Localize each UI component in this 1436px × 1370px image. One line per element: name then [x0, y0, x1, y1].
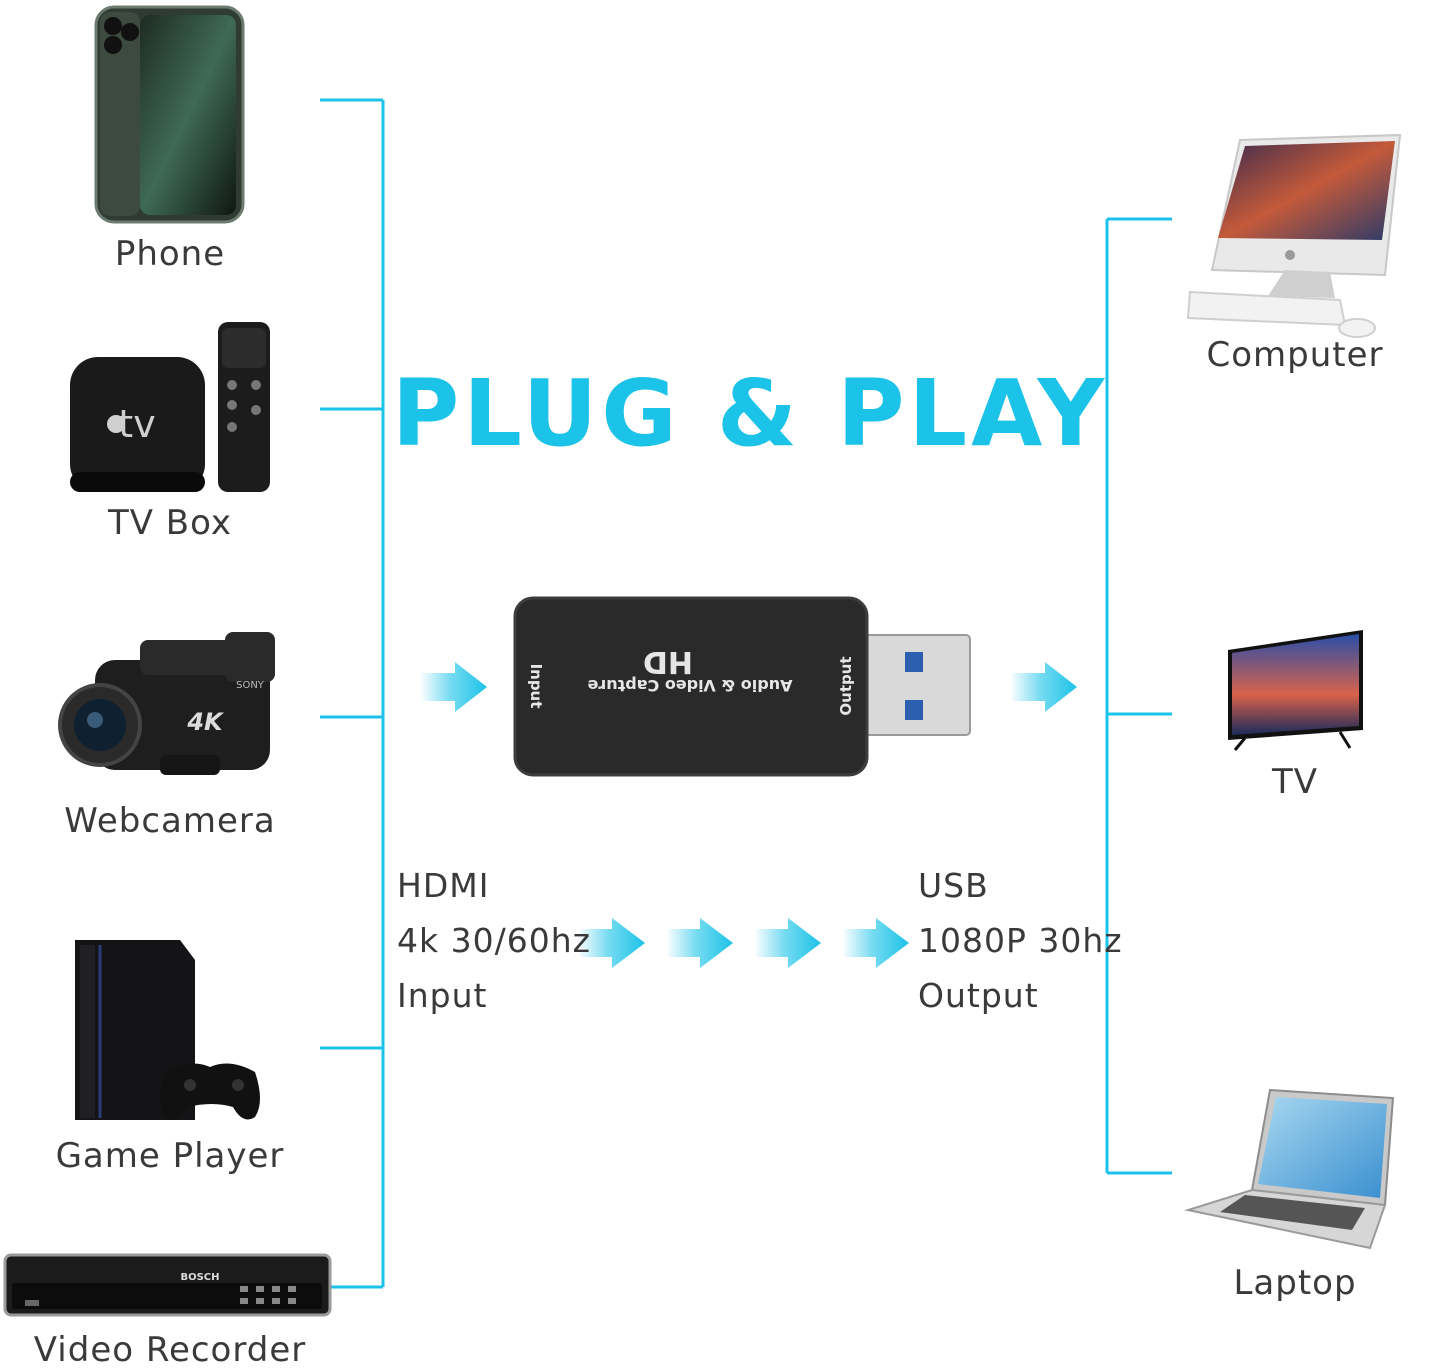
video-recorder-icon: BOSCH: [3, 1253, 332, 1317]
game-console-icon: [75, 940, 260, 1120]
device-input-port-label: Input: [527, 664, 545, 709]
flow-arrow-3: [754, 918, 821, 968]
input-label-webcamera: Webcamera: [64, 801, 276, 841]
flow-arrow-2: [666, 918, 733, 968]
television-icon: [1228, 630, 1363, 751]
output-spec-line3: Output: [918, 976, 1039, 1015]
flow-arrow-output: [1010, 662, 1077, 712]
camcorder-brand: SONY: [236, 680, 265, 691]
left-connector-lines: [320, 98, 385, 1289]
tv-box-icon: tv: [70, 322, 270, 492]
camcorder-4k-text: 4K: [186, 708, 225, 736]
input-label-phone: Phone: [114, 234, 226, 274]
input-spec-line3: Input: [397, 976, 488, 1015]
flow-arrow-1: [578, 918, 645, 968]
device-name: Audio & Video Capture: [587, 676, 792, 695]
flow-arrow-4: [842, 918, 909, 968]
laptop-icon: [1184, 1088, 1395, 1250]
input-label-game-player: Game Player: [55, 1136, 285, 1176]
output-spec-line1: USB: [918, 866, 989, 905]
camcorder-icon: 4K SONY: [58, 632, 275, 775]
page-title: PLUG & PLAY: [391, 360, 1109, 467]
right-connector-lines: [1105, 217, 1172, 1175]
device-output-port-label: Output: [837, 656, 855, 715]
flow-arrow-input: [420, 662, 487, 712]
output-label-tv: TV: [1271, 762, 1319, 802]
output-spec-line2: 1080P 30hz: [918, 921, 1123, 960]
input-label-tv-box: TV Box: [107, 503, 233, 543]
capture-device: Audio & Video Capture HD Input Output: [513, 596, 971, 777]
recorder-brand: BOSCH: [180, 1272, 219, 1283]
input-spec-line1: HDMI: [397, 866, 490, 905]
output-label-computer: Computer: [1206, 335, 1384, 375]
input-label-video-recorder: Video Recorder: [33, 1330, 307, 1370]
desktop-computer-icon: [1186, 133, 1402, 338]
device-hd-logo: HD: [643, 644, 693, 679]
output-label-laptop: Laptop: [1233, 1263, 1357, 1303]
smartphone-icon: [94, 5, 245, 224]
input-spec-line2: 4k 30/60hz: [397, 921, 591, 960]
